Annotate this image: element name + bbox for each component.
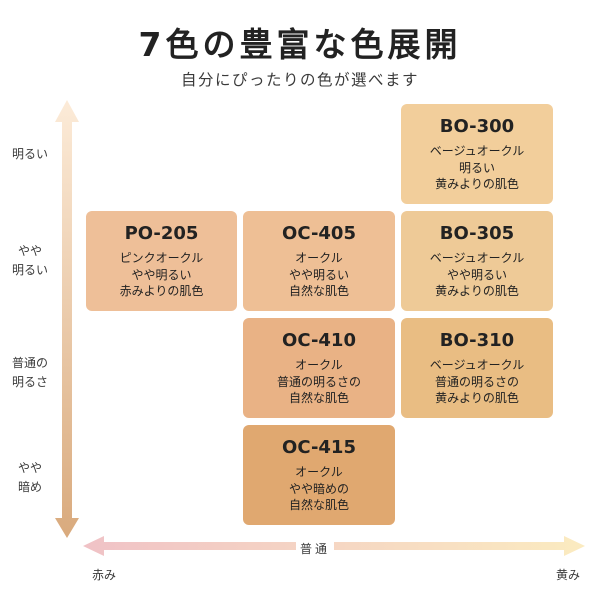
shade-code: BO-300 xyxy=(439,116,515,137)
y-level-line: 暗め xyxy=(17,480,42,494)
shade-description: やや明るい xyxy=(288,267,349,282)
shade-description: 黄みよりの肌色 xyxy=(435,284,519,298)
shade-description: ベージュオークル xyxy=(429,144,525,158)
shade-description: オークル xyxy=(295,358,343,372)
y-level-line: 明るい xyxy=(11,263,48,277)
shade-card-oc-405[interactable]: OC-405 オークル やや明るい 自然な肌色 xyxy=(243,211,395,311)
y-level-bright: 明るい xyxy=(6,145,54,164)
shade-code: BO-305 xyxy=(439,223,515,244)
shade-description: 自然な肌色 xyxy=(288,498,349,512)
shade-code: PO-205 xyxy=(124,223,199,244)
y-level-normal: 普通の 明るさ xyxy=(6,354,54,392)
shade-code: OC-410 xyxy=(282,330,356,351)
vertical-axis-arrow xyxy=(55,100,79,538)
shade-description: 赤みよりの肌色 xyxy=(119,284,204,298)
shade-description: 普通の明るさの xyxy=(434,374,519,389)
shade-description: やや暗めの xyxy=(288,481,349,496)
page-subtitle: 自分にぴったりの色が選べます xyxy=(180,71,419,89)
y-level-line: やや xyxy=(17,244,42,258)
shade-description: ベージュオークル xyxy=(429,358,525,372)
shade-description: オークル xyxy=(295,465,343,479)
y-level-line: 明るい xyxy=(11,147,48,161)
shade-description: 黄みよりの肌色 xyxy=(435,391,519,405)
shade-description: やや明るい xyxy=(446,267,507,282)
y-level-line: やや xyxy=(17,461,42,475)
shade-description: 黄みよりの肌色 xyxy=(435,177,519,191)
x-label-yellowish: 黄み xyxy=(556,568,581,582)
page-title: 7色の豊富な色展開 xyxy=(138,25,462,64)
y-level-line: 明るさ xyxy=(11,375,48,389)
shade-card-po-205[interactable]: PO-205 ピンクオークル やや明るい 赤みよりの肌色 xyxy=(86,211,237,311)
shade-card-oc-415[interactable]: OC-415 オークル やや暗めの 自然な肌色 xyxy=(243,425,395,525)
shade-code: OC-405 xyxy=(282,223,356,244)
shade-description: オークル xyxy=(295,251,343,265)
shade-code: OC-415 xyxy=(282,437,356,458)
shade-card-bo-310[interactable]: BO-310 ベージュオークル 普通の明るさの 黄みよりの肌色 xyxy=(401,318,553,418)
shade-card-oc-410[interactable]: OC-410 オークル 普通の明るさの 自然な肌色 xyxy=(243,318,395,418)
y-level-slightly-bright: やや 明るい xyxy=(6,242,54,280)
shade-description: 明るい xyxy=(458,160,495,175)
y-level-line: 普通の xyxy=(11,356,48,370)
shade-card-bo-305[interactable]: BO-305 ベージュオークル やや明るい 黄みよりの肌色 xyxy=(401,211,553,311)
shade-description: 自然な肌色 xyxy=(288,391,349,405)
shade-code: BO-310 xyxy=(439,330,515,351)
y-level-slightly-dark: やや 暗め xyxy=(6,459,54,497)
shade-description: ピンクオークル xyxy=(119,251,204,265)
shade-description: 自然な肌色 xyxy=(288,284,349,298)
shade-description: 普通の明るさの xyxy=(276,374,361,389)
shade-description: やや明るい xyxy=(131,267,192,282)
shade-description: ベージュオークル xyxy=(429,251,525,265)
x-label-reddish: 赤み xyxy=(92,568,117,582)
shade-card-bo-300[interactable]: BO-300 ベージュオークル 明るい 黄みよりの肌色 xyxy=(401,104,553,204)
x-label-normal: 普通 xyxy=(296,540,335,557)
